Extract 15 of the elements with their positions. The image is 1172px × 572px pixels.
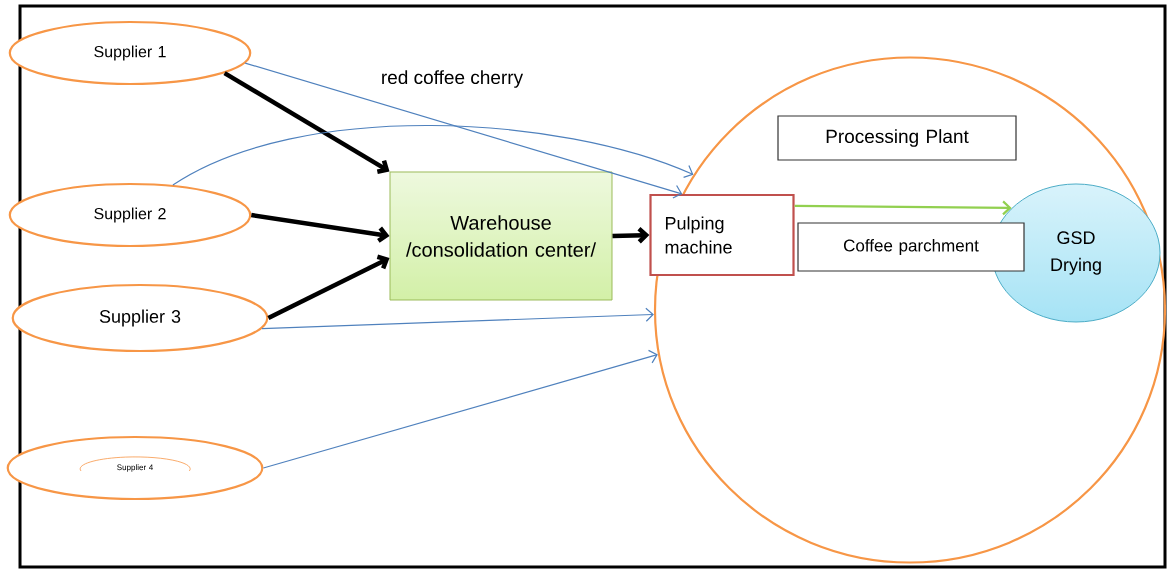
warehouse-box: Warehouse /consolidation center/: [389, 171, 613, 301]
arrow: [251, 212, 390, 243]
plant-ellipse: [653, 56, 1167, 564]
arrow: [261, 307, 654, 330]
arrow: [262, 349, 658, 469]
heading-box: Processing Plant: [777, 115, 1017, 161]
arrow: [172, 124, 694, 186]
arrow: [223, 71, 390, 174]
pulping-box: Pulping machine: [649, 193, 795, 277]
label-box: Coffee parchment: [797, 222, 1025, 272]
arrow: [612, 227, 650, 244]
arrow: [267, 254, 390, 320]
edge-label: red coffee cherry: [379, 69, 525, 89]
arrow: [794, 200, 1012, 216]
arrow: [244, 62, 683, 199]
